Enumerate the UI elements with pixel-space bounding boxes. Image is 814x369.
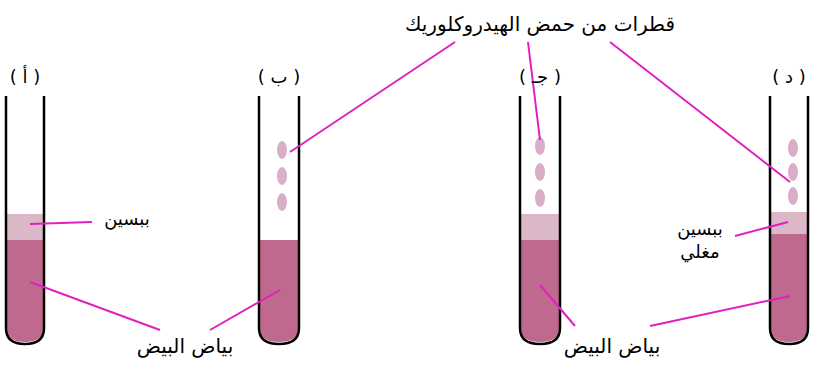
part-label: ببسين مغلي [665,218,735,263]
acid-droplets [277,137,798,211]
tube-letter: ( د ) [772,66,806,89]
liquids [7,212,807,342]
leader-lines [30,42,790,330]
part-label: بياض البيض [564,334,660,359]
tube-letter: ( أ ) [10,66,41,89]
tube-outlines [6,96,808,344]
tube-letter: ( ب ) [258,66,300,89]
part-label: ببسين [104,208,150,231]
part-label: بياض البيض [137,334,233,359]
tube-letter: ( جـ ) [519,66,561,89]
callout-label: قطرات من حمض الهيدروكلوريك [405,12,675,37]
